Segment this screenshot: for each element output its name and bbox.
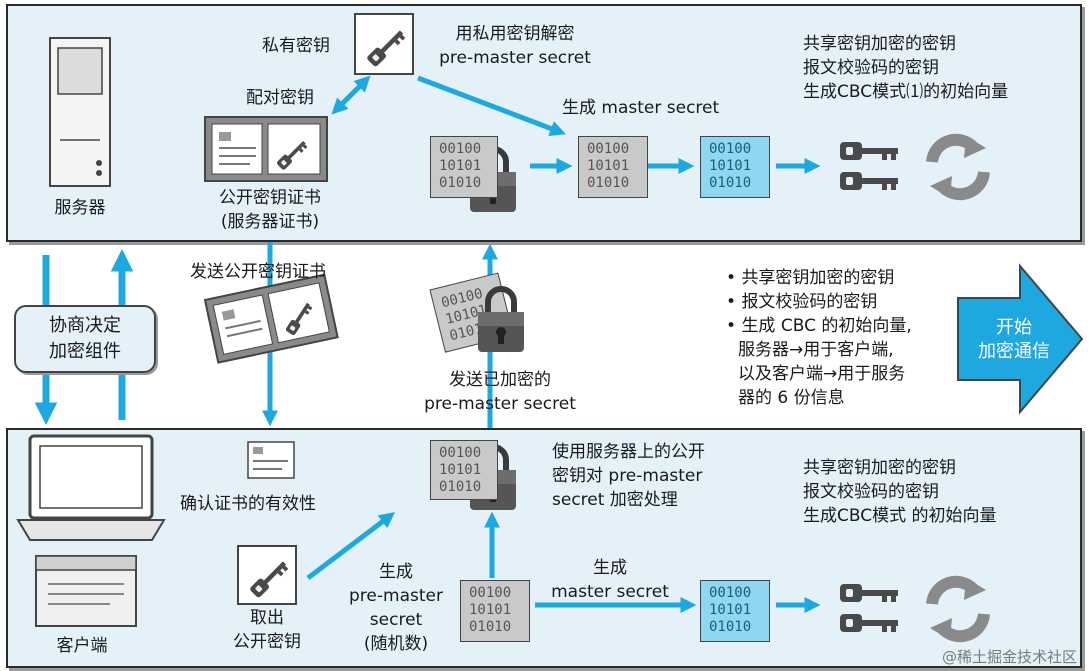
start-communication-label: 开始 加密通信 (978, 317, 1050, 362)
watermark: @稀土掘金技术社区 (941, 648, 1077, 666)
negotiate-line2: 加密组件 (49, 341, 121, 362)
mac-key-icon (840, 614, 898, 632)
pair-key-label: 配对密钥 (246, 88, 314, 108)
public-key-icon (237, 545, 297, 605)
decrypt-arrow (417, 75, 566, 137)
bullet-item: • 共享密钥加密的密钥 (726, 268, 895, 288)
negotiate-cipher-box: 协商决定 加密组件 (14, 305, 156, 373)
results-line2: 报文校验码的密钥 (803, 58, 939, 78)
browser-window-icon (35, 555, 137, 627)
send-encrypted-line2: pre-master secret (424, 394, 576, 414)
cert-label-line1: 公开密钥证书 (219, 188, 321, 208)
encrypt-line2: 密钥对 pre-master (552, 466, 703, 486)
results-line1: 共享密钥加密的密钥 (803, 34, 956, 54)
server-certificate-icon (204, 116, 328, 182)
client-label: 客户端 (56, 636, 108, 656)
server-icon (49, 37, 111, 187)
results-line3: 生成CBC模式⑴的初始向量 (803, 82, 1009, 102)
client-results-line3: 生成CBC模式 的初始向量 (803, 506, 997, 526)
server-panel (6, 4, 1082, 242)
client-results-line1: 共享密钥加密的密钥 (803, 458, 956, 478)
client-generate-master-line2: master secret (551, 582, 669, 602)
shared-key-icon (840, 584, 898, 602)
laptop-icon (16, 434, 166, 541)
client-generate-master-line1: 生成 (593, 558, 627, 578)
generate-pre-line3: secret (369, 610, 423, 630)
take-key-line1: 取出 (250, 608, 284, 628)
generate-pre-line4: (随机数) (363, 634, 429, 654)
start-communication-arrow (957, 263, 1084, 415)
bullet-item: • 报文校验码的密钥 (726, 292, 878, 312)
encrypt-line1: 使用服务器上的公开 (552, 442, 705, 462)
server-label: 服务器 (54, 198, 106, 218)
bullet-continuation: 服务器→用于客户端, (738, 340, 894, 360)
generate-pre-line2: pre-master (349, 586, 443, 606)
generate-master-label: 生成 master secret (562, 98, 720, 118)
mac-key-icon (840, 172, 898, 190)
decrypt-label-line2: pre-master secret (439, 48, 591, 68)
private-key-label: 私有密钥 (262, 36, 330, 56)
generate-pre-line1: 生成 (379, 562, 413, 582)
encrypt-line3: secret 加密处理 (552, 490, 678, 510)
bullet-item: • 生成 CBC 的初始向量, (726, 316, 912, 336)
sent-certificate-icon (203, 273, 339, 364)
pair-key-arrow (331, 75, 371, 115)
bullet-continuation: 器的 6 份信息 (738, 388, 845, 408)
client-panel (6, 428, 1082, 668)
certificate-check-icon (247, 441, 295, 479)
bullet-continuation: 以及客户端→用于服务 (738, 364, 906, 384)
verify-cert-label: 确认证书的有效性 (180, 494, 316, 514)
send-cert-label: 发送公开密钥证书 (190, 262, 326, 282)
encrypt-arrow (306, 512, 396, 580)
client-results-line2: 报文校验码的密钥 (803, 482, 939, 502)
private-key-icon (354, 13, 414, 75)
take-key-line2: 公开密钥 (233, 632, 301, 652)
negotiate-line1: 协商决定 (49, 315, 121, 336)
cert-label-line2: (服务器证书) (220, 212, 320, 232)
send-encrypted-line1: 发送已加密的 (449, 370, 551, 390)
cycle-icon (930, 578, 986, 640)
decrypt-label-line1: 用私用密钥解密 (455, 24, 575, 44)
cycle-icon (930, 136, 986, 198)
shared-key-icon (840, 142, 898, 160)
